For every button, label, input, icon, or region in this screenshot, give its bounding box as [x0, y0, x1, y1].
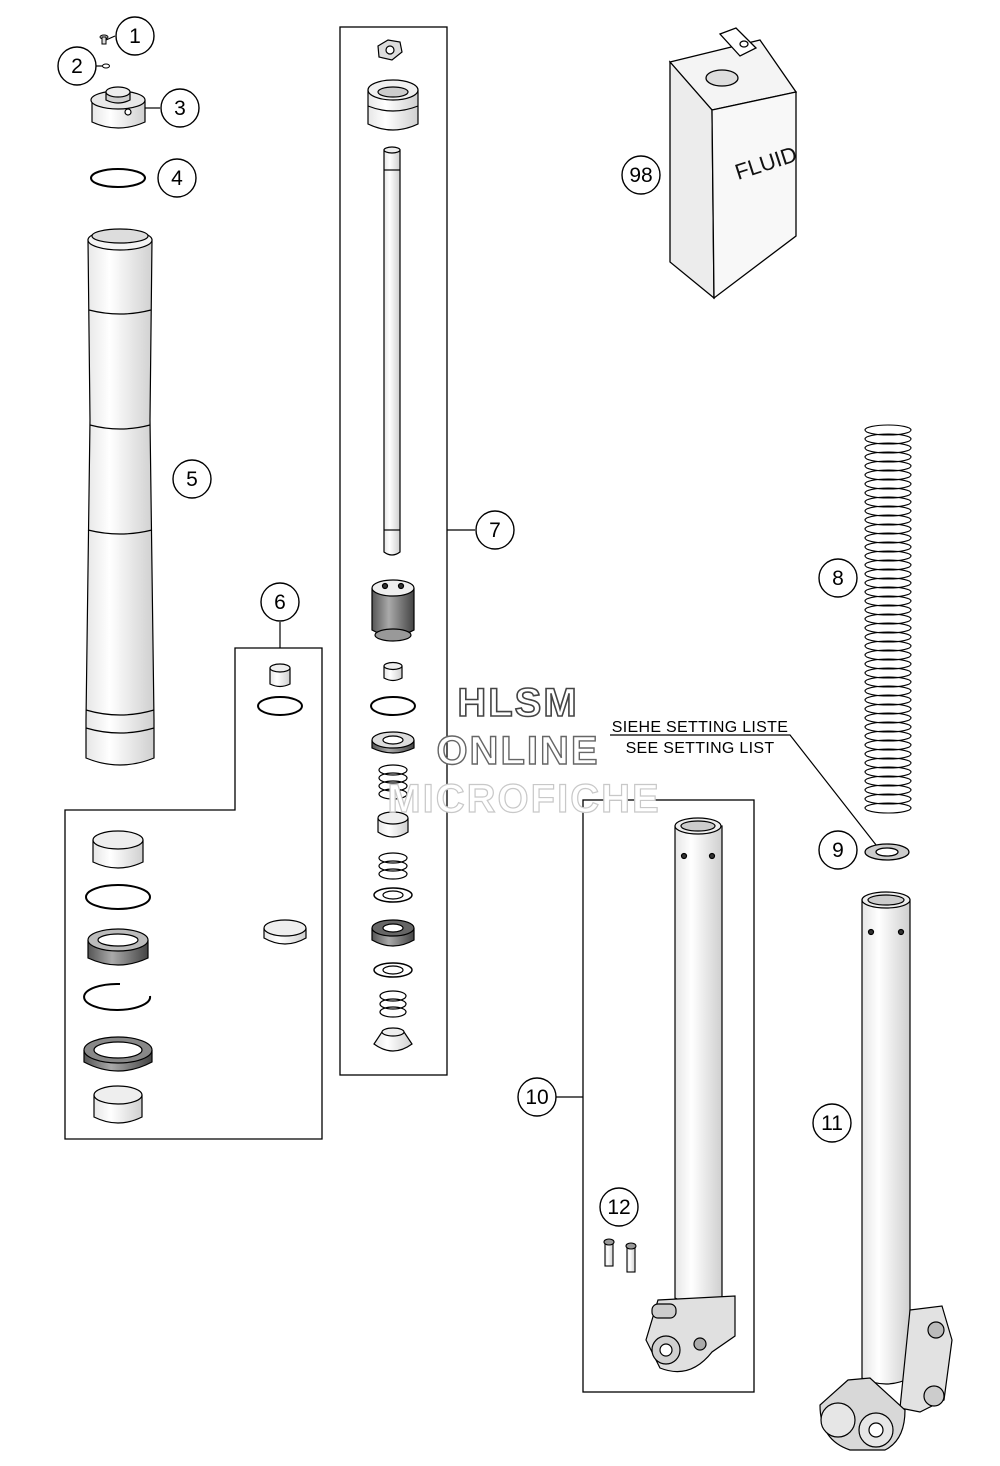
callout-3: 3	[160, 88, 200, 128]
spring-coil	[864, 514, 912, 526]
watermark-line-2: ONLINE	[436, 729, 599, 773]
spring-coil	[864, 631, 912, 643]
callout-5: 5	[172, 459, 212, 499]
part-4-o-ring	[90, 168, 146, 188]
spring-coil	[864, 775, 912, 787]
spring-coil	[864, 676, 912, 688]
svg-text:2: 2	[71, 55, 83, 78]
spring-coil	[864, 667, 912, 679]
spring-coil	[864, 496, 912, 508]
spring-coil	[864, 478, 912, 490]
spring-coil	[864, 730, 912, 742]
group-box-7	[339, 26, 448, 1076]
group-box-6	[64, 647, 323, 1140]
spring-coil	[864, 595, 912, 607]
svg-text:8: 8	[832, 567, 844, 590]
spring-coil	[864, 703, 912, 715]
part-10-inner-tube	[645, 817, 736, 1373]
spring-coil	[864, 658, 912, 670]
spring-coil	[864, 604, 912, 616]
spring-coil	[864, 577, 912, 589]
spring-coil	[864, 559, 912, 571]
spring-coil	[864, 505, 912, 517]
svg-text:3: 3	[174, 97, 186, 120]
svg-text:98: 98	[629, 164, 652, 187]
watermark-line-1: HLSM	[457, 681, 578, 725]
callout-4: 4	[157, 158, 197, 198]
spring-coil	[864, 442, 912, 454]
part-6-bushing-set	[83, 663, 307, 1124]
callout-98: 98	[621, 155, 661, 195]
callout-11: 11	[812, 1103, 852, 1143]
svg-text:11: 11	[821, 1112, 843, 1135]
callout-7: 7	[475, 510, 515, 550]
setting-note-de: SIEHE SETTING LISTE	[612, 719, 788, 736]
svg-text:9: 9	[832, 839, 844, 862]
part-9-spring-retainer	[864, 843, 910, 861]
spring-coil	[864, 532, 912, 544]
spring-coil	[864, 613, 912, 625]
callout-1: 1	[115, 16, 155, 56]
svg-text:12: 12	[607, 1196, 630, 1219]
spring-coil	[864, 622, 912, 634]
spring-coil	[864, 550, 912, 562]
spring-coil	[864, 640, 912, 652]
group-box-10	[582, 799, 755, 1393]
spring-coil	[864, 451, 912, 463]
part-5-outer-tube	[85, 228, 155, 766]
spring-coil	[864, 766, 912, 778]
svg-text:10: 10	[525, 1086, 548, 1109]
part-8-fork-spring	[864, 424, 912, 814]
part-3-fork-cap	[90, 86, 146, 129]
svg-text:5: 5	[186, 468, 198, 491]
spring-coil	[864, 568, 912, 580]
spring-coil	[864, 802, 912, 814]
spring-coil	[864, 424, 912, 436]
spring-coil	[864, 739, 912, 751]
callout-10: 10	[517, 1077, 557, 1117]
part-98-fluid-can	[668, 27, 798, 300]
spring-coil	[864, 757, 912, 769]
callout-12: 12	[599, 1187, 639, 1227]
spring-coil	[864, 721, 912, 733]
spring-coil	[864, 541, 912, 553]
callout-8: 8	[818, 558, 858, 598]
part-7-cartridge	[367, 39, 419, 1052]
part-12-clamp-bolts	[603, 1238, 637, 1273]
callout-9: 9	[818, 830, 858, 870]
part-2-washer	[102, 63, 110, 69]
spring-coil	[864, 649, 912, 661]
spring-coil	[864, 793, 912, 805]
watermark-line-3: MICROFICHE	[387, 777, 660, 821]
spring-coil	[864, 586, 912, 598]
svg-text:1: 1	[129, 25, 141, 48]
callout-2: 2	[57, 46, 97, 86]
spring-coil	[864, 469, 912, 481]
spring-coil	[864, 460, 912, 472]
spring-coil	[864, 523, 912, 535]
part-11-inner-tube	[819, 891, 953, 1451]
spring-coil	[864, 685, 912, 697]
spring-coil	[864, 712, 912, 724]
callout-6: 6	[260, 582, 300, 622]
spring-coil	[864, 694, 912, 706]
part-1-screw	[99, 34, 109, 45]
svg-text:4: 4	[171, 167, 183, 190]
spring-coil	[864, 487, 912, 499]
spring-coil	[864, 748, 912, 760]
spring-coil	[864, 433, 912, 445]
svg-text:7: 7	[489, 519, 501, 542]
setting-note-en: SEE SETTING LIST	[626, 740, 775, 757]
spring-coil	[864, 784, 912, 796]
svg-text:6: 6	[274, 591, 286, 614]
